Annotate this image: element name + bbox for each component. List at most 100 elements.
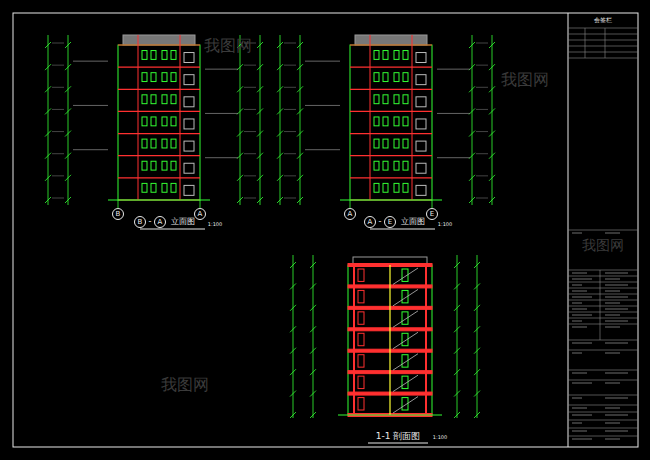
scale-note: 1:100 [208,222,222,227]
title-block-row [568,380,638,381]
title-block-heading: 会签栏 [594,17,612,23]
level-mark [244,87,256,88]
window [162,117,167,126]
title-block-entry [605,321,628,322]
dimension-tick [277,64,283,70]
title-block-entry [572,353,582,354]
dimension-tick [277,108,283,114]
window [151,183,156,192]
dimension-tick [297,64,303,70]
axis-label: A [348,211,353,218]
stair-flight [393,268,418,284]
title-block-row [568,395,638,396]
scale-note: 1:100 [433,435,447,440]
note-leader [205,69,238,70]
dimension-tick [489,86,495,92]
balcony [416,141,426,151]
title-block-row [568,318,638,319]
window [142,117,147,126]
window [394,139,399,148]
note-leader [305,149,340,150]
floor-line [350,133,432,134]
window [394,117,399,126]
axis-label: B [116,211,121,218]
title-dash: - [379,218,382,226]
dimension-tick [257,153,263,159]
window [403,183,408,192]
title-block-entry [605,398,628,399]
dimension-tick [257,42,263,48]
title-block-col [585,28,586,58]
window [394,161,399,170]
title-block-row [568,412,638,413]
window [383,117,388,126]
stair-flight [393,375,418,391]
window [374,95,379,104]
window [151,117,156,126]
title-block-row [568,324,638,325]
title-block-row [568,276,638,277]
window [171,161,176,170]
floor-line [118,67,200,68]
title-block-entry [605,408,620,409]
dimension-tick [310,305,316,311]
dimension-tick [257,175,263,181]
note-leader [73,61,108,62]
window [171,95,176,104]
title-block-row [568,340,638,341]
dimension-tick [489,197,495,203]
window [383,51,388,60]
level-mark [244,198,256,199]
dimension-tick [237,175,243,181]
level-mark [52,87,64,88]
axis-line [118,200,119,208]
window [142,183,147,192]
level-mark [284,109,296,110]
balcony [184,141,194,151]
window [394,73,399,82]
title-block-entry [572,279,592,280]
window [374,117,379,126]
window [374,161,379,170]
level-mark [476,43,488,44]
stair-flight [393,397,418,413]
balcony [184,97,194,107]
axis-label: B [138,219,143,226]
title-underline [370,229,435,230]
title-block-row [568,370,638,371]
stair-wall [389,265,390,415]
axis-line [350,200,351,208]
title-block-entry [605,431,628,432]
dimension-tick [257,86,263,92]
level-mark [476,131,488,132]
dimension-tick [290,283,296,289]
level-mark [476,153,488,154]
axis-bubble [345,209,356,220]
level-mark [244,109,256,110]
dimension-tick [454,348,460,354]
title-block-entry [572,291,587,292]
note-leader [437,113,470,114]
axis-bubble [195,209,206,220]
window [394,95,399,104]
dimension-tick [45,86,51,92]
level-mark [244,153,256,154]
dimension-tick [297,153,303,159]
dimension-tick [489,64,495,70]
window [403,139,408,148]
dimension-tick [474,348,480,354]
window [142,139,147,148]
wall-line [180,35,181,200]
level-mark [284,65,296,66]
wall-line [138,35,139,200]
title-block-col [605,28,606,58]
dimension-tick [474,262,480,268]
axis-label: A [198,211,203,218]
window [403,73,408,82]
title-underline [368,443,428,444]
window [151,73,156,82]
ground-line [340,199,442,200]
dimension-tick [454,262,460,268]
level-mark [52,43,64,44]
title-block-entry [605,423,620,424]
